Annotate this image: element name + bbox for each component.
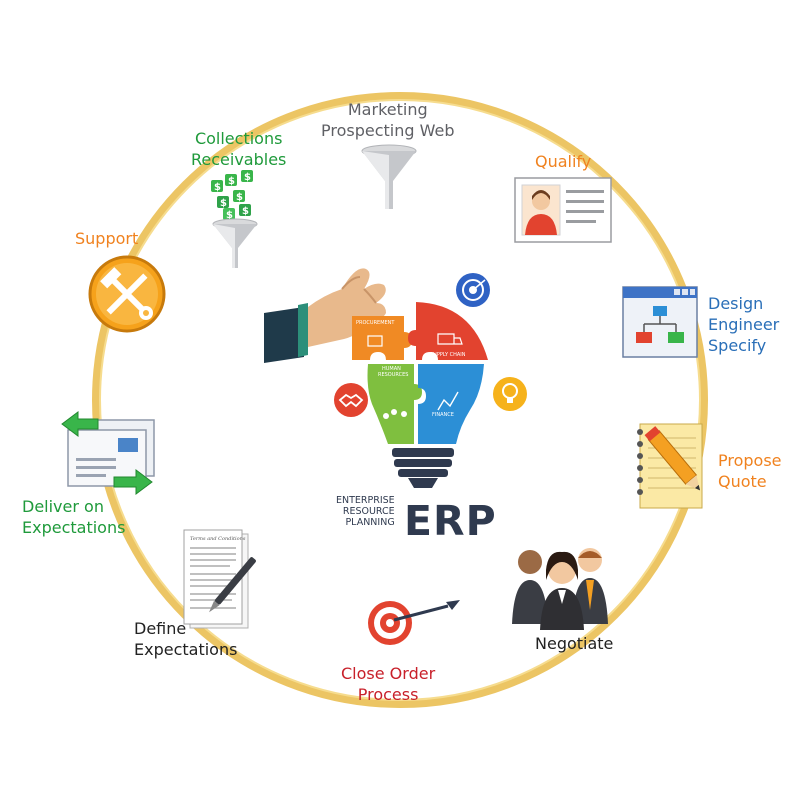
design-label: Design Engineer Specify [708, 294, 780, 355]
funnel-icon [361, 144, 417, 209]
money-funnel-icon: $ $ $ $ $ $ $ [211, 170, 258, 268]
svg-text:FINANCE: FINANCE [432, 412, 454, 418]
notepad-pencil-icon [637, 423, 703, 509]
svg-text:RESOURCES: RESOURCES [378, 372, 408, 378]
erp-title: ERP [404, 497, 497, 545]
erp-subtitle: ENTERPRISE RESOURCE PLANNING [336, 495, 395, 528]
hand-icon [264, 268, 386, 363]
deliver-label: Deliver on Expectations [22, 497, 126, 537]
marketing-label: Marketing Prospecting Web [321, 100, 455, 140]
propose-label: Propose Quote [718, 451, 782, 491]
svg-text:Terms and Conditions: Terms and Conditions [190, 536, 246, 542]
close-order-label: Close Order Process [341, 664, 436, 704]
svg-text:$: $ [228, 176, 235, 187]
svg-text:HUMAN: HUMAN [382, 366, 401, 372]
qualify-label: Qualify [535, 152, 592, 171]
team-icon [512, 548, 608, 630]
document-pen-icon: Terms and Conditions [183, 529, 256, 629]
svg-text:$: $ [242, 206, 249, 217]
negotiate-label: Negotiate [535, 634, 614, 653]
define-label: Define Expectations [134, 619, 238, 659]
handshake-icon [334, 383, 368, 417]
lightbulb-puzzle-icon: PROCUREMENT SUPPLY CHAIN HUMAN RESOURCES… [352, 302, 488, 488]
svg-text:$: $ [236, 192, 243, 203]
target-icon [456, 273, 490, 307]
svg-text:SUPPLY CHAIN: SUPPLY CHAIN [430, 352, 466, 358]
idea-bulb-icon [493, 377, 527, 411]
svg-text:$: $ [214, 182, 221, 193]
flowchart-window-icon [622, 286, 698, 358]
support-label: Support [75, 229, 139, 248]
svg-text:PROCUREMENT: PROCUREMENT [356, 320, 395, 326]
svg-text:$: $ [244, 172, 251, 183]
mail-arrows-icon [61, 411, 155, 495]
svg-text:$: $ [226, 210, 233, 221]
collections-label: Collections Receivables [191, 129, 287, 169]
profile-card-icon [514, 177, 612, 243]
tools-icon [88, 255, 166, 333]
svg-text:$: $ [220, 198, 227, 209]
target-dart-icon [368, 600, 460, 645]
